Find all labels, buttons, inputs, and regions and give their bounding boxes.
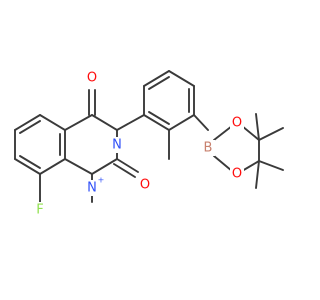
oxygen-label: O [232, 116, 242, 131]
bond-ar2-ar3-double [148, 76, 170, 90]
bond-c2-o [116, 158, 139, 173]
molecule-structure-diagram: O O N N + F B O O [14, 70, 284, 218]
nitrogen-label: N [112, 138, 122, 153]
bond-ar5-ar6 [168, 114, 195, 131]
fluorine-label: F [36, 203, 43, 218]
bond-b-o-lower [213, 155, 233, 172]
bond-c4-c4a [64, 114, 93, 131]
nitrogen-n1: N + [85, 176, 105, 196]
bond-c2-n1 [91, 158, 118, 175]
oxygen-label: O [232, 167, 242, 182]
bond-pin-me1 [255, 113, 260, 141]
bond-ar2-ar3 [143, 70, 170, 87]
bond-c7-c8 [14, 158, 41, 175]
bond-c5-c6 [14, 114, 41, 131]
carbonyl-oxygen-right: O [138, 177, 152, 193]
nitrogen-label: N [87, 181, 97, 196]
bond-o-upper-c [241, 125, 260, 141]
bond-b-o-upper [213, 125, 233, 141]
boron-label: B [204, 141, 213, 156]
oxygen-label: O [87, 71, 97, 86]
boronate-oxygen-lower: O [230, 166, 244, 182]
atom-label-layer: O O N N + F B O O [33, 70, 244, 218]
positive-charge-label: + [98, 176, 105, 185]
bond-pin-me2 [258, 127, 284, 141]
bond-ar3-ar4 [168, 70, 195, 87]
boron: B [201, 140, 215, 156]
bond-ar5-b [193, 114, 209, 131]
oxygen-label: O [140, 178, 150, 193]
nitrogen-n3: N [110, 137, 124, 153]
bond-ar6-ar1-double [148, 111, 170, 125]
bond-n3-aryl [116, 114, 145, 131]
bond-c4a-c5 [39, 114, 66, 131]
bond-layer [14, 70, 284, 203]
boronate-oxygen-upper: O [230, 115, 244, 131]
fluorine: F [33, 202, 47, 218]
bond-c8-c8a [39, 158, 66, 175]
bond-o-lower-c [241, 160, 260, 172]
bond-pin-me4 [255, 160, 260, 189]
carbonyl-oxygen-top: O [85, 70, 99, 86]
bond-pin-me3 [258, 160, 284, 171]
bond-c4-n3 [91, 114, 118, 131]
bond-c7-c8-double [19, 155, 41, 169]
bond-ar6-ar1 [143, 114, 170, 131]
bond-c5-c6-double [19, 120, 41, 134]
bond-n1-c8a [64, 158, 93, 175]
bond-c2-o-double [113, 163, 136, 178]
